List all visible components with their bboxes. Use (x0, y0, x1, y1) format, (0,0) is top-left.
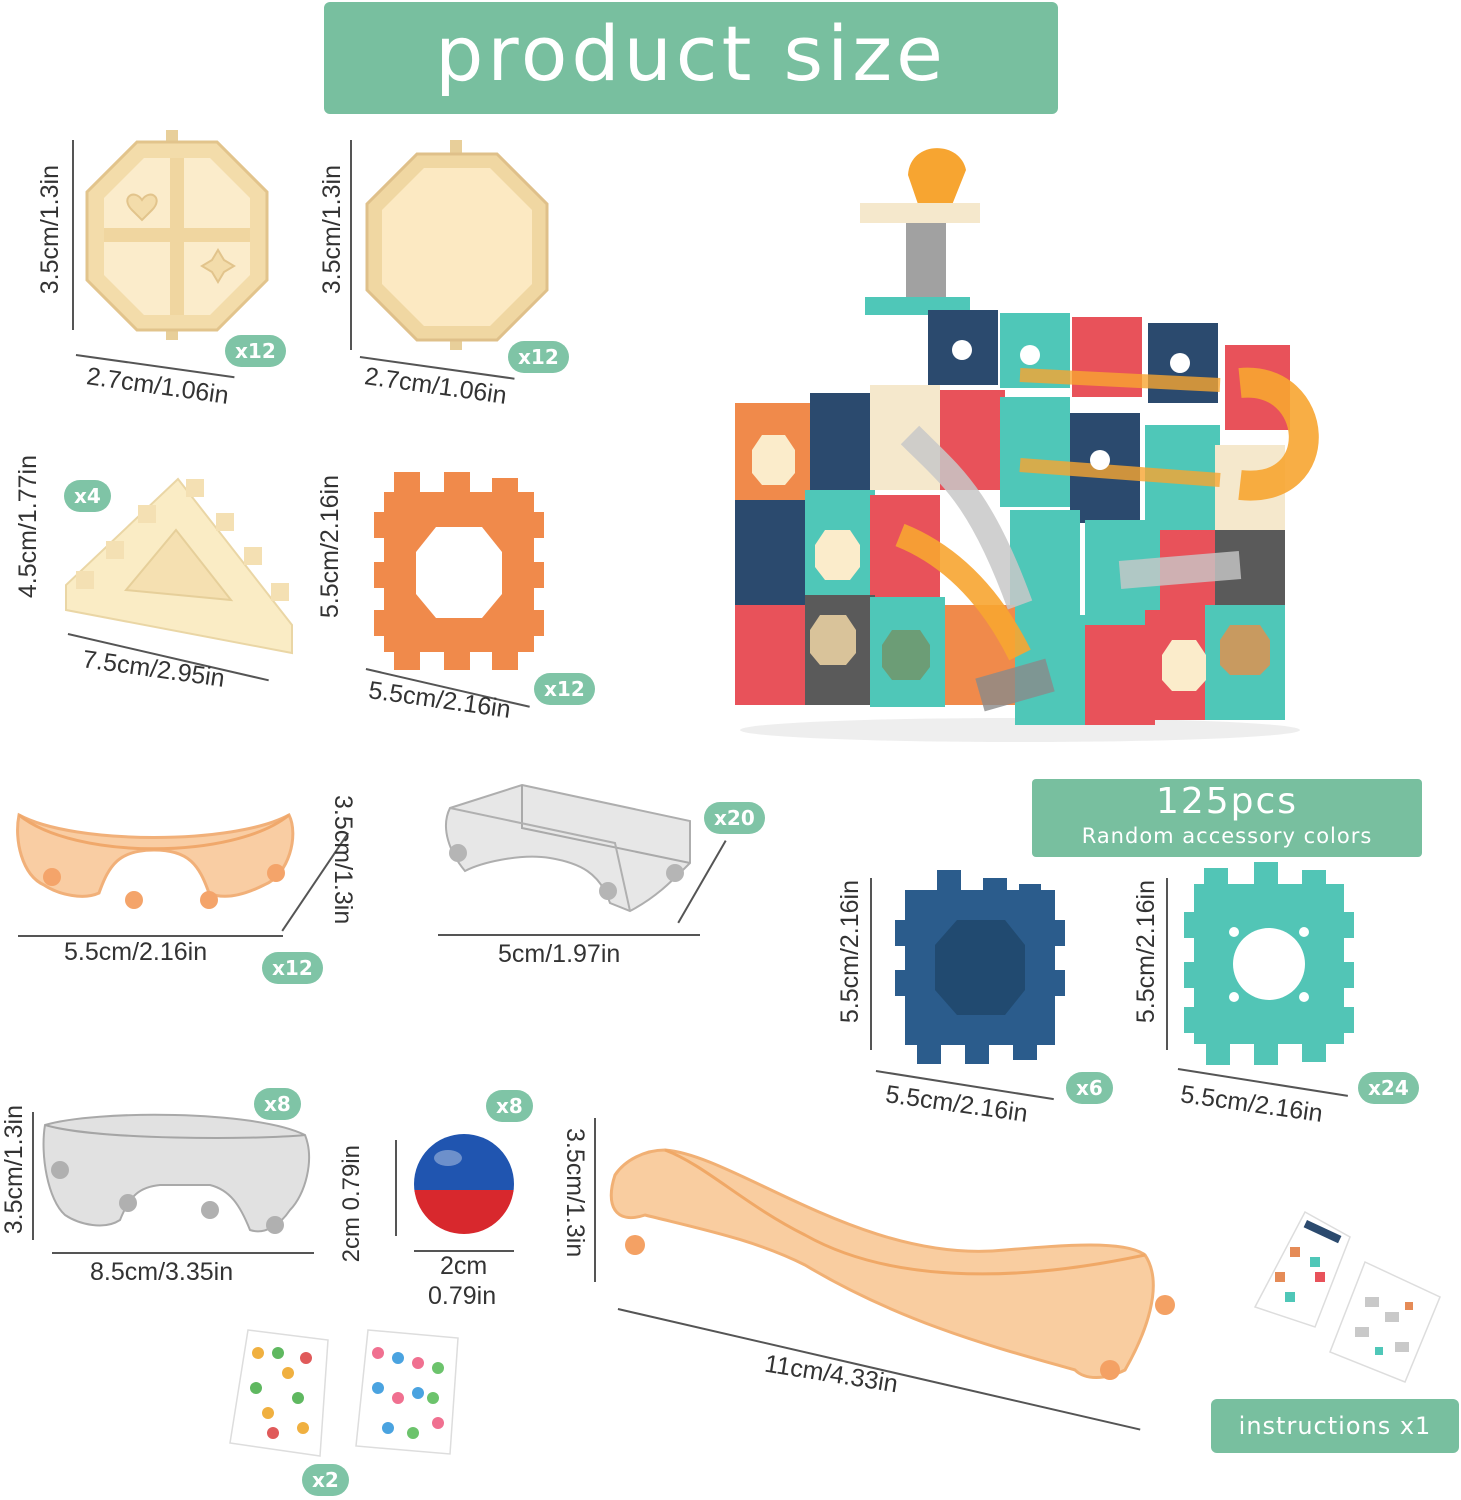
piece-count-box: 125pcs Random accessory colors (1032, 779, 1422, 857)
plain-panel-height: 3.5cm/1.3in (318, 165, 346, 295)
orange-gear-width: 5.5cm/2.16in (366, 676, 513, 724)
orange-curve-track-image (16, 812, 295, 909)
ball-width-in: 0.79in (428, 1282, 497, 1310)
instruction-sheet-image (1253, 1210, 1441, 1383)
orange-curve-height: 3.5cm/1.3in (329, 795, 357, 925)
piece-count: 125pcs (1155, 781, 1299, 822)
clear-curve-width: 8.5cm/3.35in (90, 1258, 234, 1286)
triangle-qty-badge: x4 (64, 480, 111, 512)
clear-straight-qty-badge: x20 (704, 802, 765, 834)
plain-panel-image (365, 140, 549, 350)
orange-gear-height: 5.5cm/2.16in (316, 475, 344, 619)
orange-curve-qty-badge: x12 (262, 952, 323, 984)
window-panel-qty-badge: x12 (225, 335, 286, 367)
ball-image (414, 1134, 514, 1234)
clear-straight-track-image (445, 783, 691, 913)
orange-curve-width: 5.5cm/2.16in (64, 938, 208, 966)
ball-height: 2cm 0.79in (338, 1145, 365, 1263)
clear-curve-track-image (42, 1113, 311, 1234)
page-title: product size (324, 2, 1058, 114)
plain-panel-width: 2.7cm/1.06in (362, 362, 509, 410)
clear-curve-qty-badge: x8 (254, 1088, 301, 1120)
navy-gear-image (895, 870, 1065, 1064)
clear-curve-height: 3.5cm/1.3in (0, 1105, 28, 1235)
long-track-image (609, 1148, 1175, 1380)
plain-panel-qty-badge: x12 (508, 341, 569, 373)
teal-gear-height: 5.5cm/2.16in (1132, 880, 1160, 1024)
window-panel-height: 3.5cm/1.3in (36, 165, 64, 295)
stickers-qty-badge: x2 (302, 1464, 349, 1496)
long-track-height: 3.5cm/1.3in (561, 1128, 589, 1258)
window-panel-image (85, 130, 269, 340)
navy-gear-qty-badge: x6 (1066, 1072, 1113, 1104)
orange-gear-image (374, 472, 544, 670)
triangle-piece-image (65, 477, 293, 655)
ball-qty-badge: x8 (486, 1090, 533, 1122)
clear-straight-width: 5cm/1.97in (498, 940, 621, 968)
teal-gear-qty-badge: x24 (1358, 1072, 1419, 1104)
navy-gear-height: 5.5cm/2.16in (836, 880, 864, 1024)
assembled-marble-run-image (735, 148, 1319, 742)
orange-gear-qty-badge: x12 (534, 673, 595, 705)
teal-gear-image (1184, 862, 1354, 1065)
sticker-sheets-image (229, 1329, 459, 1457)
ball-width-cm: 2cm (440, 1252, 488, 1280)
triangle-height: 4.5cm/1.77in (14, 455, 42, 599)
instructions-label: instructions x1 (1211, 1399, 1459, 1453)
navy-gear-width: 5.5cm/2.16in (883, 1080, 1030, 1128)
color-note: Random accessory colors (1081, 824, 1373, 848)
window-panel-width: 2.7cm/1.06in (84, 362, 231, 410)
